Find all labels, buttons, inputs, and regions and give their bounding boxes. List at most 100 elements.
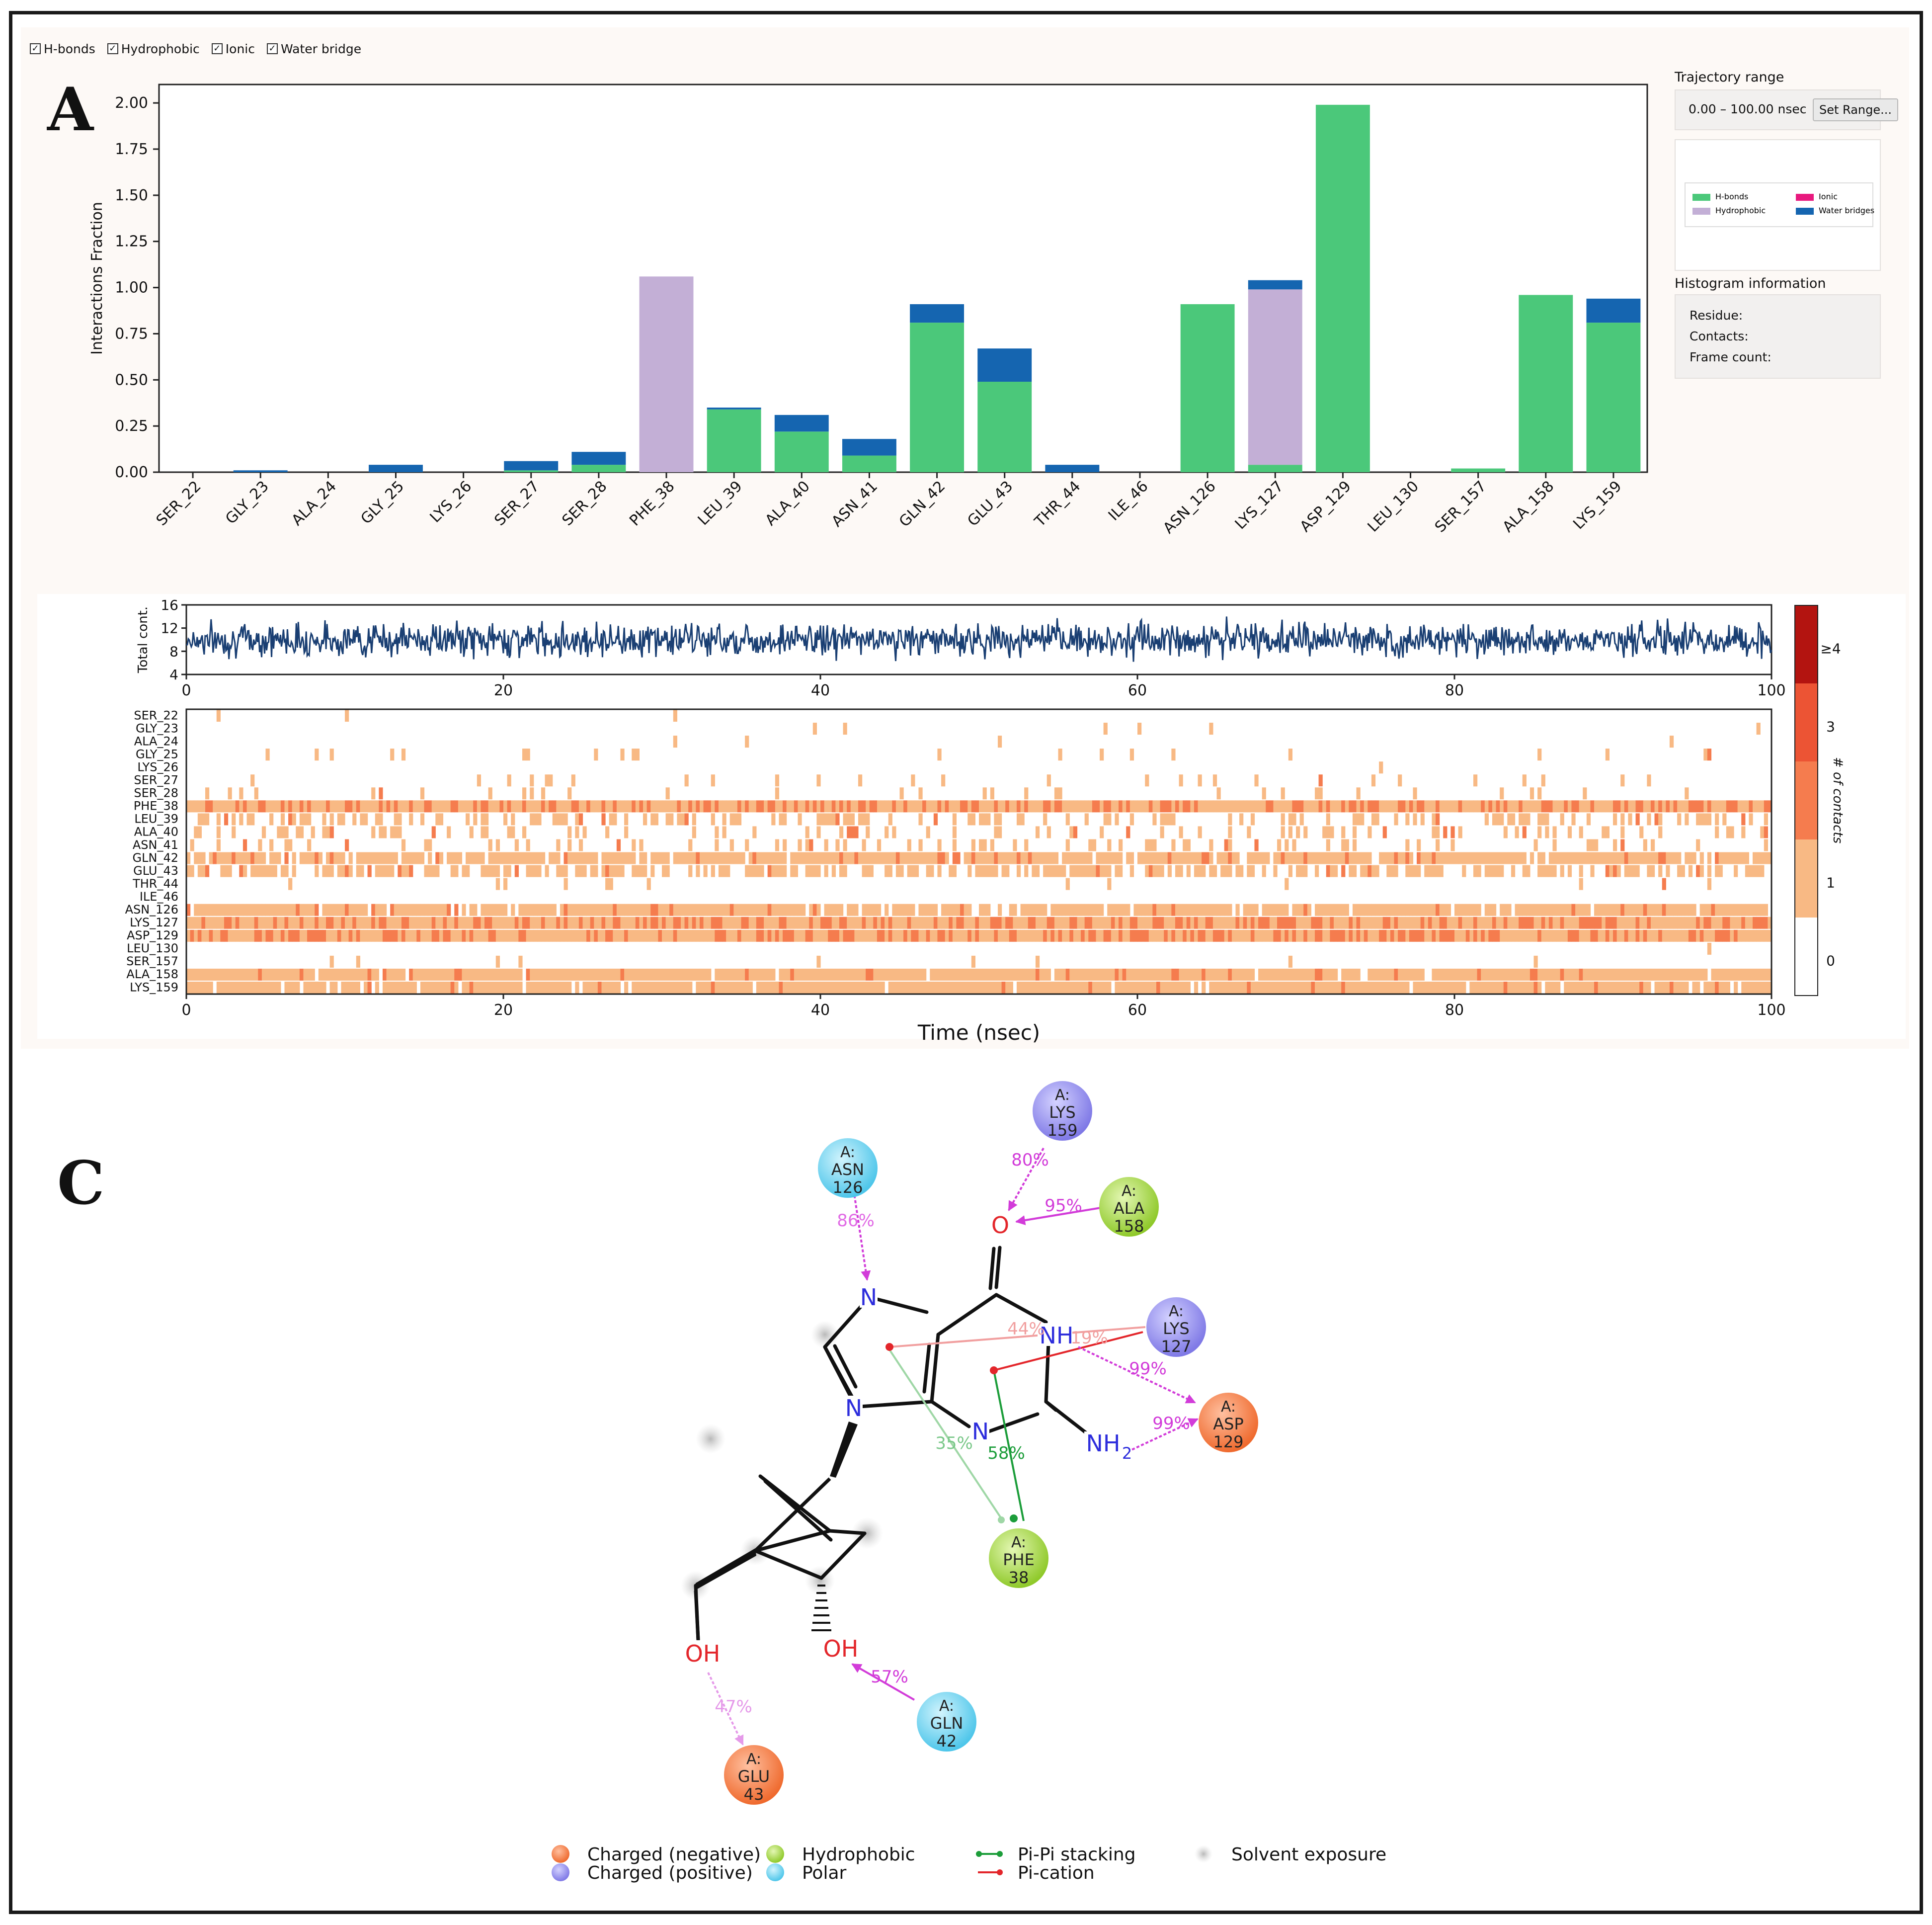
heatmap-cell: [420, 813, 425, 826]
heatmap-cell: [786, 904, 791, 916]
heatmap-cell: [1484, 800, 1489, 813]
checkbox-water-bridge[interactable]: ✓Water bridge: [267, 42, 361, 56]
heatmap-cell: [533, 865, 538, 877]
heatmap-cell: [435, 865, 440, 877]
heatmap-cell: [209, 852, 213, 864]
checkbox-ionic[interactable]: ✓Ionic: [211, 42, 255, 56]
heatmap-cell: [1190, 904, 1195, 916]
heatmap-cell: [979, 929, 983, 942]
heatmap-cell: [416, 968, 421, 981]
heatmap-cell: [967, 800, 972, 813]
heatmap-cell: [379, 813, 383, 826]
percent-labels: 80% 95% 86% 44% 19% 99% 99% 35% 58% 57% …: [715, 1150, 1190, 1717]
heatmap-cell: [514, 929, 519, 942]
heatmap-cell: [831, 968, 836, 981]
heatmap-cell: [1228, 968, 1232, 981]
checkbox-check-icon[interactable]: ✓: [211, 43, 223, 54]
heatmap-cell: [541, 929, 546, 942]
heatmap-cell: [1764, 968, 1769, 981]
heatmap-cell: [322, 826, 326, 838]
heatmap-cell: [699, 981, 704, 994]
heatmap-cell: [1179, 981, 1183, 994]
heatmap-cell: [194, 929, 198, 942]
heatmap-cell: [556, 839, 561, 851]
checkbox-hydrophobic[interactable]: ✓Hydrophobic: [107, 42, 200, 56]
row-label: ILE_46: [140, 890, 178, 904]
heatmap-cell: [1190, 800, 1195, 813]
heatmap-cell: [982, 929, 987, 942]
heatmap-cell: [1749, 917, 1753, 929]
heatmap-cell: [1382, 917, 1387, 929]
heatmap-cell: [1160, 929, 1164, 942]
heatmap-cell: [1062, 852, 1066, 864]
heatmap-cell: [1526, 904, 1530, 916]
heatmap-cell: [571, 968, 575, 981]
heatmap-cell: [186, 968, 191, 981]
heatmap-cell: [269, 917, 274, 929]
heatmap-cell: [1639, 904, 1644, 916]
heatmap-cell: [1764, 826, 1769, 838]
heatmap-cell: [1443, 929, 1448, 942]
heatmap-cell: [1507, 904, 1512, 916]
heatmap-cell: [1254, 774, 1259, 787]
heatmap-cell: [488, 981, 492, 994]
heatmap-cell: [1333, 917, 1338, 929]
heatmap-cell: [854, 904, 859, 916]
set-range-button[interactable]: Set Range...: [1813, 98, 1898, 121]
heatmap-cell: [609, 968, 613, 981]
heatmap-cell: [1500, 787, 1504, 800]
heatmap-cell: [1443, 968, 1448, 981]
heatmap-cell: [1688, 904, 1693, 916]
heatmap-cell: [201, 904, 206, 916]
checkbox-check-icon[interactable]: ✓: [30, 43, 41, 54]
heatmap-cell: [835, 904, 840, 916]
heatmap-cell: [439, 800, 444, 813]
heatmap-cell: [454, 929, 459, 942]
heatmap-cell: [1209, 865, 1213, 877]
panel-label-a: A: [47, 75, 94, 145]
heatmap-cell: [1688, 800, 1693, 813]
heatmap-cell: [866, 904, 870, 916]
heatmap-cell: [620, 800, 625, 813]
heatmap-cell: [329, 917, 334, 929]
heatmap-cell: [1360, 813, 1365, 826]
heatmap-cell: [1613, 865, 1617, 877]
heatmap-cell: [424, 865, 428, 877]
heatmap-cell: [1194, 800, 1199, 813]
heatmap-cell: [299, 800, 304, 813]
heatmap-cell: [873, 917, 878, 929]
heatmap-cell: [1398, 852, 1402, 864]
heatmap-cell: [564, 865, 568, 877]
heatmap-cell: [1386, 981, 1391, 994]
heatmap-cell: [1231, 917, 1236, 929]
heatmap-cell: [1100, 929, 1104, 942]
heatmap-cell: [431, 968, 436, 981]
heatmap-cell: [798, 813, 802, 826]
heatmap-cell: [1235, 981, 1240, 994]
heatmap-cell: [1054, 852, 1059, 864]
heatmap-cell: [261, 826, 266, 838]
checkbox-check-icon[interactable]: ✓: [107, 43, 118, 54]
heatmap-cell: [1352, 968, 1357, 981]
heatmap-cell: [1609, 968, 1613, 981]
heatmap-cell: [1314, 800, 1319, 813]
heatmap-cell: [232, 968, 236, 981]
heatmap-cell: [1039, 968, 1044, 981]
heatmap-cell: [488, 839, 492, 851]
heatmap-cell: [1586, 917, 1591, 929]
heatmap-cell: [1235, 968, 1240, 981]
heatmap-cell: [1292, 904, 1296, 916]
checkbox-hbonds[interactable]: ✓H-bonds: [30, 42, 95, 56]
x-tick-label: ASN_41: [828, 478, 881, 530]
heatmap-cell: [1439, 968, 1444, 981]
heatmap-cell: [733, 852, 738, 864]
heatmap-cell: [745, 968, 749, 981]
checkbox-check-icon[interactable]: ✓: [267, 43, 278, 54]
heatmap-cell: [907, 981, 911, 994]
heatmap-cell: [1658, 917, 1663, 929]
heatmap-cell: [952, 929, 957, 942]
heatmap-cell: [250, 800, 255, 813]
heatmap-cell: [394, 929, 398, 942]
heatmap-cell: [783, 981, 787, 994]
heatmap-cell: [1628, 852, 1632, 864]
